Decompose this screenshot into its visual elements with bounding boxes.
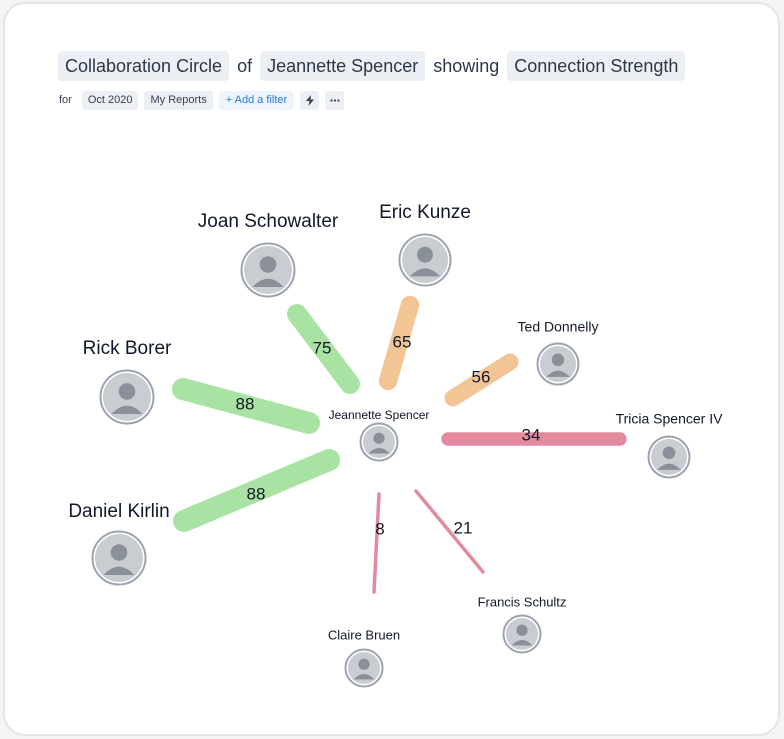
avatar-body (353, 673, 375, 680)
filter-bar: for Oct 2020 My Reports + Add a filter (59, 90, 345, 110)
connection-strength-label: 88 (236, 394, 255, 413)
person-avatar-icon[interactable] (502, 614, 542, 654)
title-word-of: of (237, 56, 253, 76)
connection-strength-label: 75 (313, 338, 332, 357)
person-name-label: Ted Donnelly (518, 319, 599, 335)
center-person-label: Jeannette Spencer (329, 408, 430, 422)
person-name-label: Joan Schowalter (198, 211, 339, 232)
for-label: for (59, 94, 72, 106)
connection-edge[interactable] (414, 489, 485, 574)
person-name-label: Daniel Kirlin (68, 501, 169, 522)
period-filter[interactable]: Oct 2020 (81, 90, 139, 110)
title-word-showing: showing (433, 56, 500, 76)
metric-selector[interactable]: Connection Strength (507, 51, 686, 81)
connection-edge[interactable] (172, 378, 320, 434)
person-avatar-icon[interactable] (99, 369, 155, 425)
avatar-head (358, 658, 370, 670)
connection-strength-label: 65 (393, 332, 412, 351)
avatar-head (373, 432, 385, 444)
more-icon[interactable] (325, 90, 345, 110)
chart-type-selector[interactable]: Collaboration Circle (58, 51, 230, 81)
connection-strength-label: 56 (472, 367, 491, 386)
avatar-body (511, 639, 533, 646)
avatar-body (368, 447, 390, 454)
person-avatar-icon[interactable] (359, 422, 399, 462)
avatar-head (516, 624, 528, 636)
connection-strength-label: 21 (454, 518, 473, 537)
avatar-body (111, 405, 143, 414)
avatar-body (103, 566, 135, 575)
avatar-body (546, 370, 570, 377)
connection-edge[interactable] (444, 353, 519, 407)
person-avatar-icon[interactable] (647, 435, 691, 479)
connection-edge[interactable] (173, 449, 340, 532)
connection-edge[interactable] (287, 304, 360, 394)
scope-filter[interactable]: My Reports (144, 90, 213, 110)
plus-icon: + (225, 93, 235, 106)
connection-strength-label: 8 (375, 519, 384, 538)
lightning-icon[interactable] (300, 90, 320, 110)
person-name-label: Eric Kunze (379, 202, 471, 223)
connection-strength-label: 88 (247, 484, 266, 503)
person-selector[interactable]: Jeannette Spencer (260, 51, 426, 81)
person-avatar-icon[interactable] (398, 233, 452, 287)
person-avatar-icon[interactable] (240, 242, 296, 298)
avatar-head (662, 446, 676, 460)
add-filter-label: Add a filter (234, 93, 288, 106)
avatar-head (259, 256, 277, 273)
person-name-label: Francis Schultz (478, 594, 567, 609)
person-name-label: Claire Bruen (328, 627, 400, 642)
person-avatar-icon[interactable] (91, 530, 147, 586)
person-avatar-icon[interactable] (536, 342, 580, 386)
add-filter-button[interactable]: + Add a filter (218, 90, 295, 110)
avatar-body (410, 268, 440, 277)
person-avatar-icon[interactable] (344, 648, 384, 688)
report-title: Collaboration Circle of Jeannette Spence… (58, 50, 686, 82)
avatar-body (252, 278, 284, 287)
avatar-head (110, 544, 128, 561)
person-name-label: Tricia Spencer IV (616, 411, 724, 427)
avatar-head (417, 246, 433, 263)
avatar-head (118, 383, 136, 400)
connection-strength-label: 34 (522, 425, 541, 444)
connection-edge[interactable] (372, 492, 381, 594)
connection-edge[interactable] (378, 295, 420, 391)
person-name-label: Rick Borer (83, 338, 172, 359)
avatar-head (551, 353, 565, 367)
avatar-body (657, 463, 681, 470)
